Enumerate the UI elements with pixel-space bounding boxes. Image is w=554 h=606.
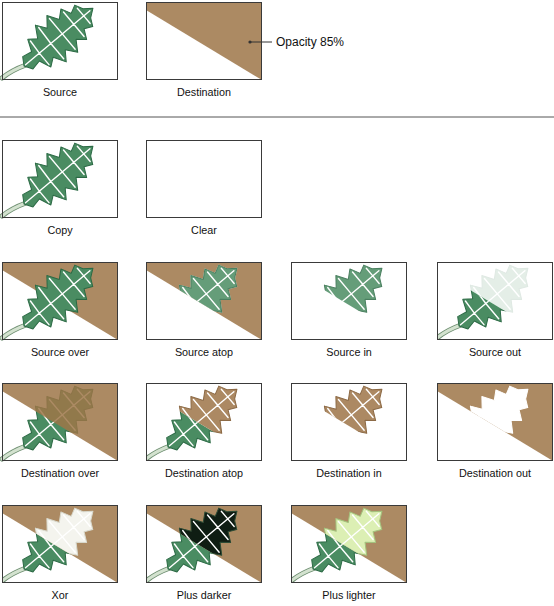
plus-lighter-panel <box>291 493 407 588</box>
leader-dot <box>248 40 251 43</box>
panel-caption: Destination atop <box>126 466 282 480</box>
panel-frame <box>146 2 262 80</box>
blend-panel: Copy <box>2 140 118 237</box>
leaf <box>2 0 108 84</box>
destination-over-panel <box>2 371 118 466</box>
clipped-leaf <box>437 250 543 345</box>
panel-frame <box>437 262 553 340</box>
panel-frame <box>146 383 262 461</box>
panel-frame <box>291 505 407 583</box>
blend-panel: Destination <box>146 2 262 99</box>
panel-caption: Xor <box>0 588 138 602</box>
leaf <box>2 128 108 223</box>
leaf <box>437 250 543 345</box>
panel-frame <box>146 262 262 340</box>
blend-panel: Plus darker <box>146 505 262 602</box>
blend-panel: Source over <box>2 262 118 359</box>
leaf-hole <box>444 371 544 466</box>
panel-caption: Clear <box>126 223 282 237</box>
brown-triangle <box>2 383 118 461</box>
panel-caption: Destination in <box>271 466 427 480</box>
source-atop-panel <box>146 250 262 345</box>
leaf <box>146 250 252 345</box>
blend-panel: Destination atop <box>146 383 262 480</box>
blend-panel: Destination out <box>437 383 553 480</box>
blend-panel: Clear <box>146 140 262 237</box>
blend-panel: Source atop <box>146 262 262 359</box>
destination-atop-panel <box>146 371 252 466</box>
brown-triangle <box>146 2 262 80</box>
panel-frame <box>437 383 553 461</box>
leaf <box>437 250 543 345</box>
blend-panel: Plus lighter <box>291 505 407 602</box>
dark-leaf <box>153 493 253 588</box>
blend-panel: Source <box>2 2 118 99</box>
leaf-knockout <box>444 371 544 466</box>
panel-frame <box>146 505 262 583</box>
leader-line <box>250 42 272 43</box>
blend-panel: Source in <box>291 262 407 359</box>
callout-label: Opacity 85% <box>276 35 344 49</box>
panel-frame <box>146 140 262 218</box>
panel-frame <box>291 383 407 461</box>
panel-caption: Destination out <box>417 466 554 480</box>
divider-line <box>0 117 554 118</box>
blend-panel: Destination in <box>291 383 407 480</box>
source-in-panel <box>291 250 397 345</box>
source-panel <box>2 0 108 84</box>
panel-caption: Source in <box>271 345 427 359</box>
plus-darker-panel <box>146 493 262 588</box>
source-out-panel <box>437 250 543 345</box>
panel-frame <box>2 262 118 340</box>
leaf-silhouette <box>153 371 253 466</box>
clipped-leaf <box>291 250 397 345</box>
panel-frame <box>291 262 407 340</box>
blend-panel: Xor <box>2 505 118 602</box>
leaf-silhouette <box>298 371 398 466</box>
panel-caption: Destination over <box>0 466 138 480</box>
panel-caption: Source over <box>0 345 138 359</box>
panel-frame <box>2 140 118 218</box>
brown-leaf <box>298 371 398 466</box>
blend-panel: Destination over <box>2 383 118 480</box>
destination-in-panel <box>298 371 398 466</box>
panel-frame <box>2 383 118 461</box>
xor-panel <box>2 493 118 588</box>
destination-out-panel <box>437 371 553 466</box>
source-over-panel <box>2 250 118 345</box>
panel-caption: Copy <box>0 223 138 237</box>
clipped-leaf <box>146 250 252 345</box>
leaf-silhouette <box>153 493 253 588</box>
panel-frame <box>2 2 118 80</box>
copy-panel <box>2 128 108 223</box>
panel-caption: Source <box>0 85 138 99</box>
leaf-knockout <box>9 493 109 588</box>
light-leaf <box>298 493 398 588</box>
faint-leaf <box>437 250 543 345</box>
panel-caption: Destination <box>126 85 282 99</box>
brown-leaf <box>153 371 253 466</box>
leaf <box>2 250 108 345</box>
clipped-leaf <box>146 371 252 466</box>
panel-caption: Source atop <box>126 345 282 359</box>
panel-caption: Plus darker <box>126 588 282 602</box>
panel-caption: Plus lighter <box>271 588 427 602</box>
leaf-silhouette <box>298 493 398 588</box>
destination-panel <box>146 2 262 80</box>
leaf <box>291 250 397 345</box>
leaf-hole <box>9 493 109 588</box>
leaf <box>146 371 252 466</box>
panel-frame <box>2 505 118 583</box>
blend-panel: Source out <box>437 262 553 359</box>
panel-caption: Source out <box>417 345 554 359</box>
